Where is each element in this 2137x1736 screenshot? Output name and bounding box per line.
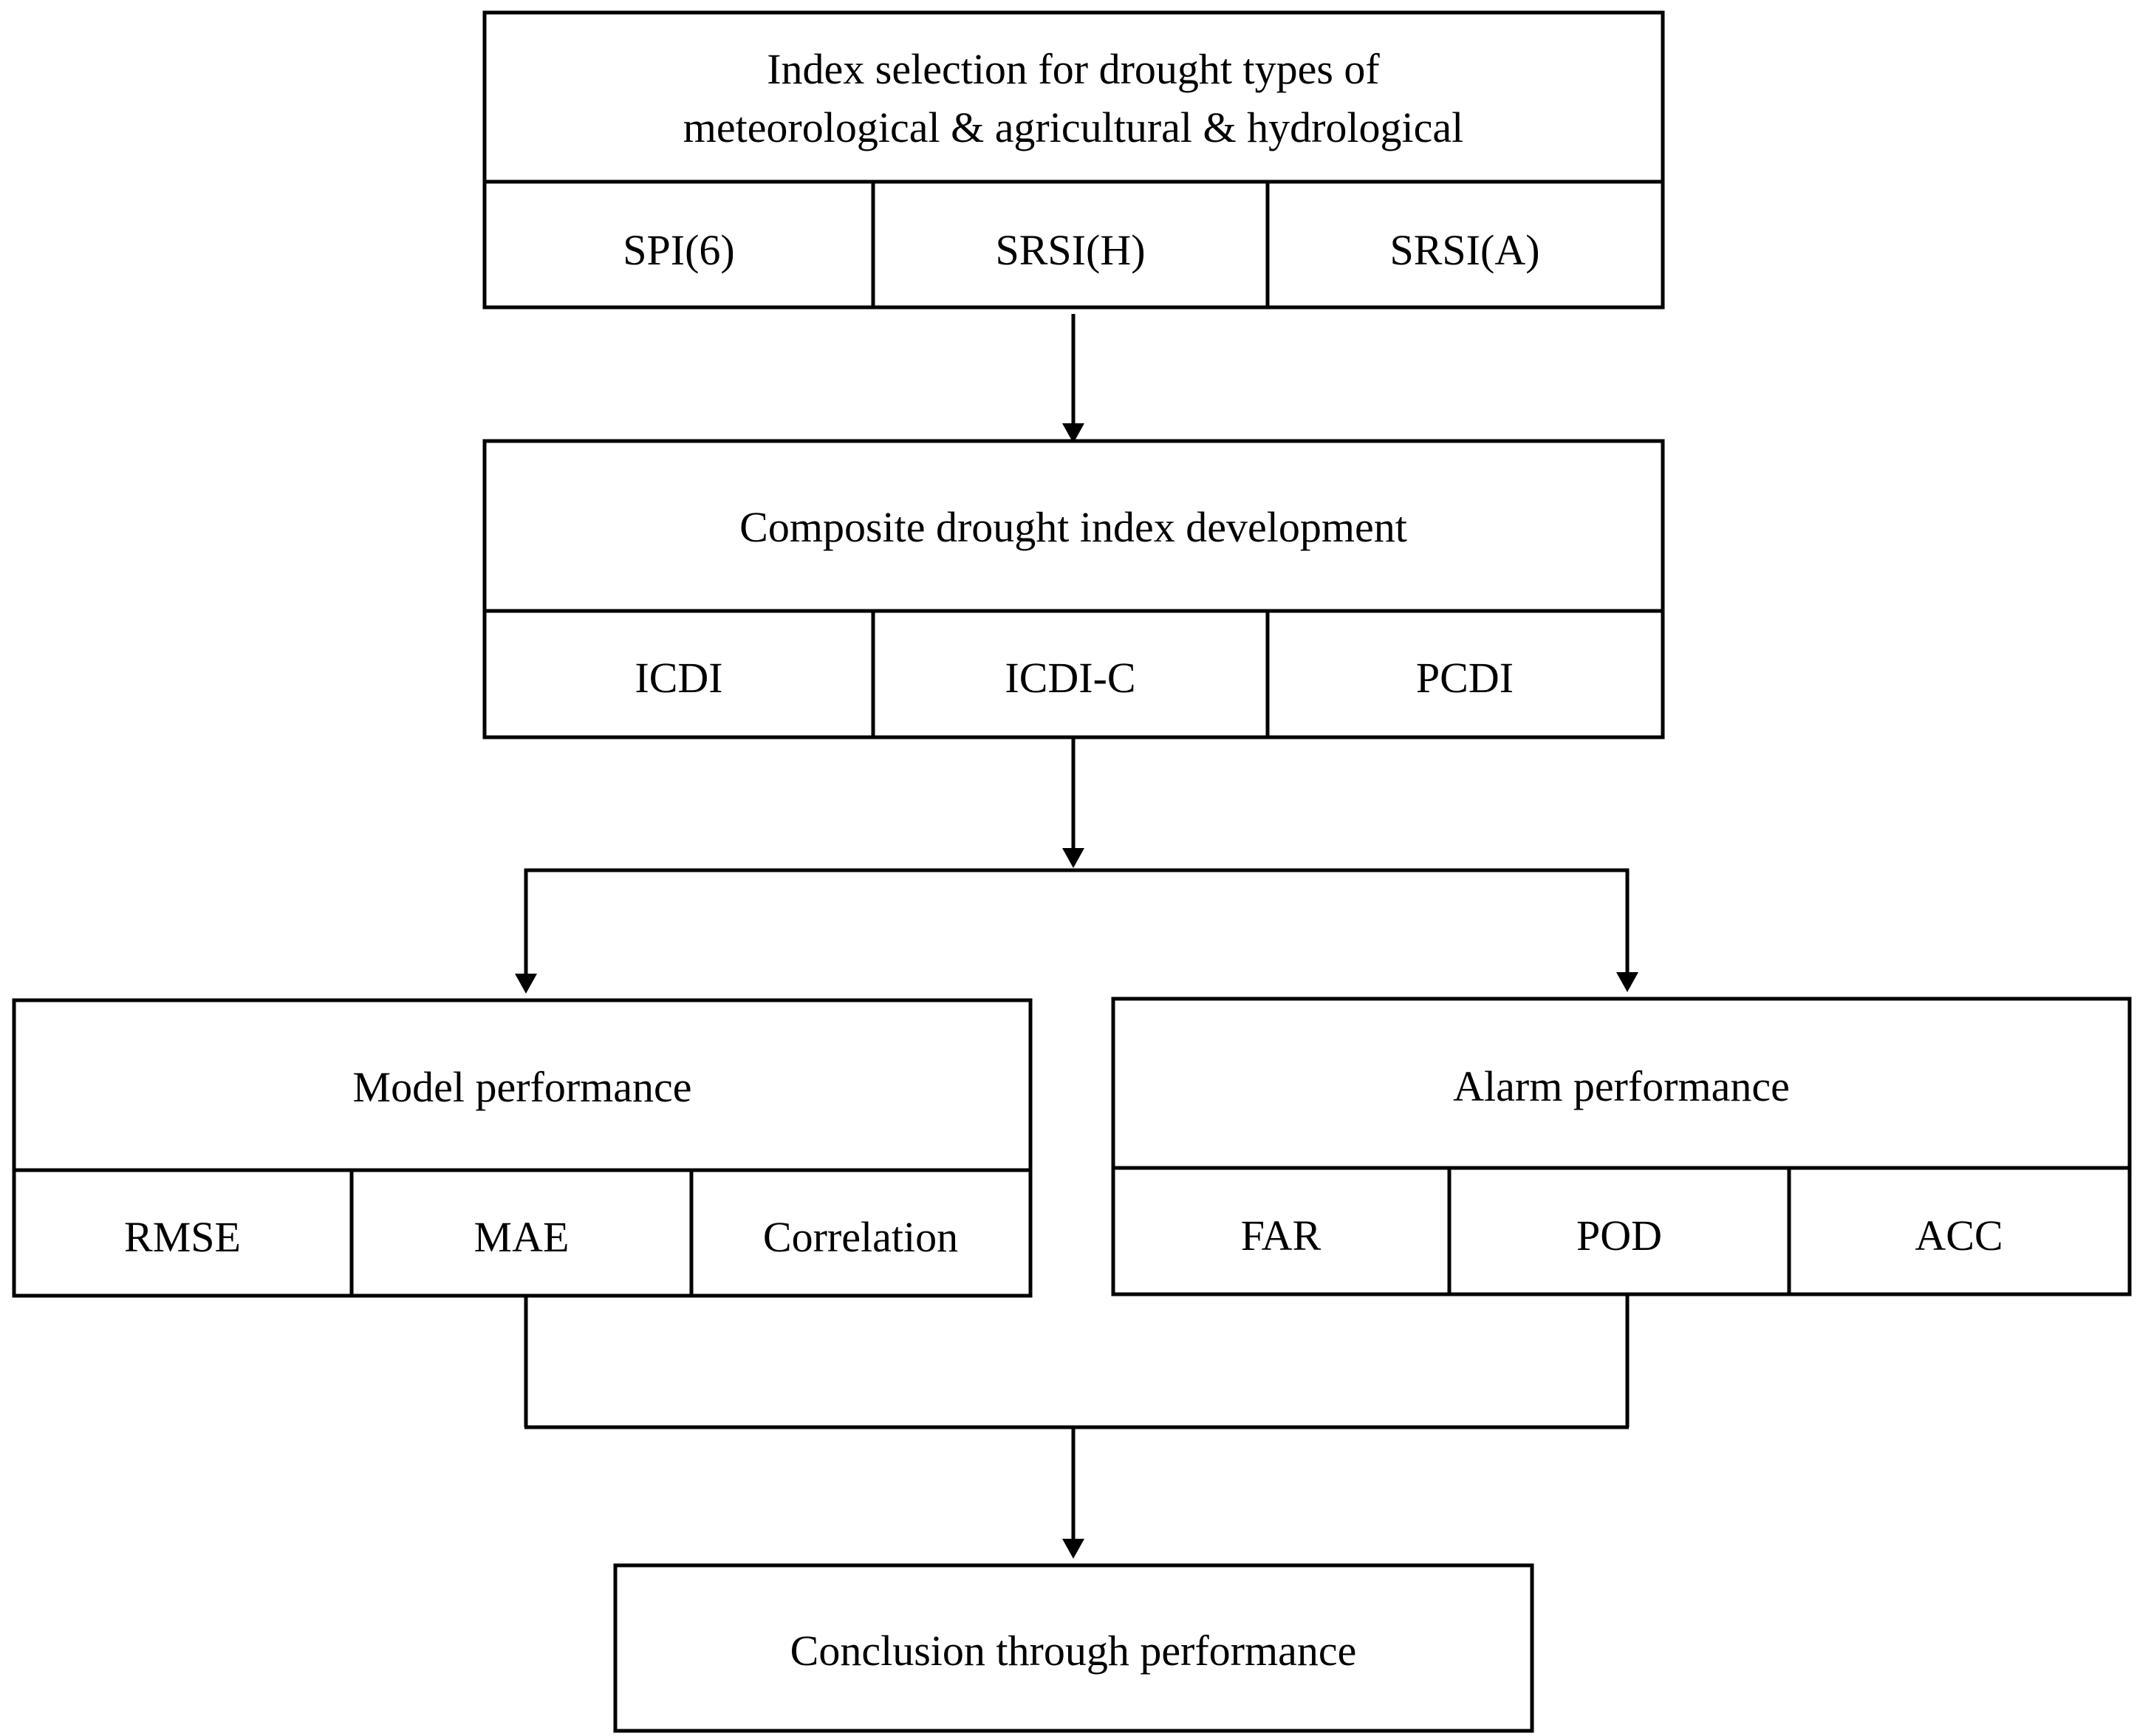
model-item-mae: MAE — [474, 1213, 570, 1261]
index-selection-title-line2: meteorological & agricultural & hydrolog… — [683, 103, 1464, 151]
conclusion-title: Conclusion through performance — [790, 1627, 1357, 1675]
index-selection-title-line1: Index selection for drought types of — [767, 45, 1380, 93]
composite-item-icdi: ICDI — [635, 654, 722, 702]
arrow-stage2-to-split — [1062, 739, 1084, 868]
alarm-item-far: FAR — [1241, 1212, 1321, 1260]
composite-item-icdi-c: ICDI-C — [1005, 654, 1135, 702]
index-selection-box: Index selection for drought types of met… — [482, 10, 1665, 310]
alarm-performance-box: Alarm performance FAR POD ACC — [1111, 997, 2132, 1296]
model-item-correlation: Correlation — [763, 1213, 958, 1261]
model-item-rmse: RMSE — [124, 1213, 241, 1261]
model-performance-box: Model performance RMSE MAE Correlation — [12, 998, 1033, 1298]
alarm-item-acc: ACC — [1915, 1212, 2003, 1260]
split-connector — [515, 868, 1638, 994]
merge-connector — [524, 1294, 1630, 1559]
composite-item-pcdi: PCDI — [1416, 654, 1514, 702]
alarm-performance-title: Alarm performance — [1453, 1062, 1790, 1110]
index-item-srsi-h: SRSI(H) — [995, 226, 1145, 274]
model-performance-title: Model performance — [353, 1063, 692, 1111]
composite-index-box: Composite drought index development ICDI… — [482, 439, 1665, 739]
conclusion-box: Conclusion through performance — [613, 1563, 1534, 1733]
alarm-item-pod: POD — [1576, 1212, 1662, 1260]
index-item-srsi-a: SRSI(A) — [1389, 226, 1539, 274]
arrow-stage1-to-stage2 — [1062, 314, 1084, 443]
composite-index-title: Composite drought index development — [739, 503, 1407, 551]
index-item-spi6: SPI(6) — [623, 226, 734, 274]
